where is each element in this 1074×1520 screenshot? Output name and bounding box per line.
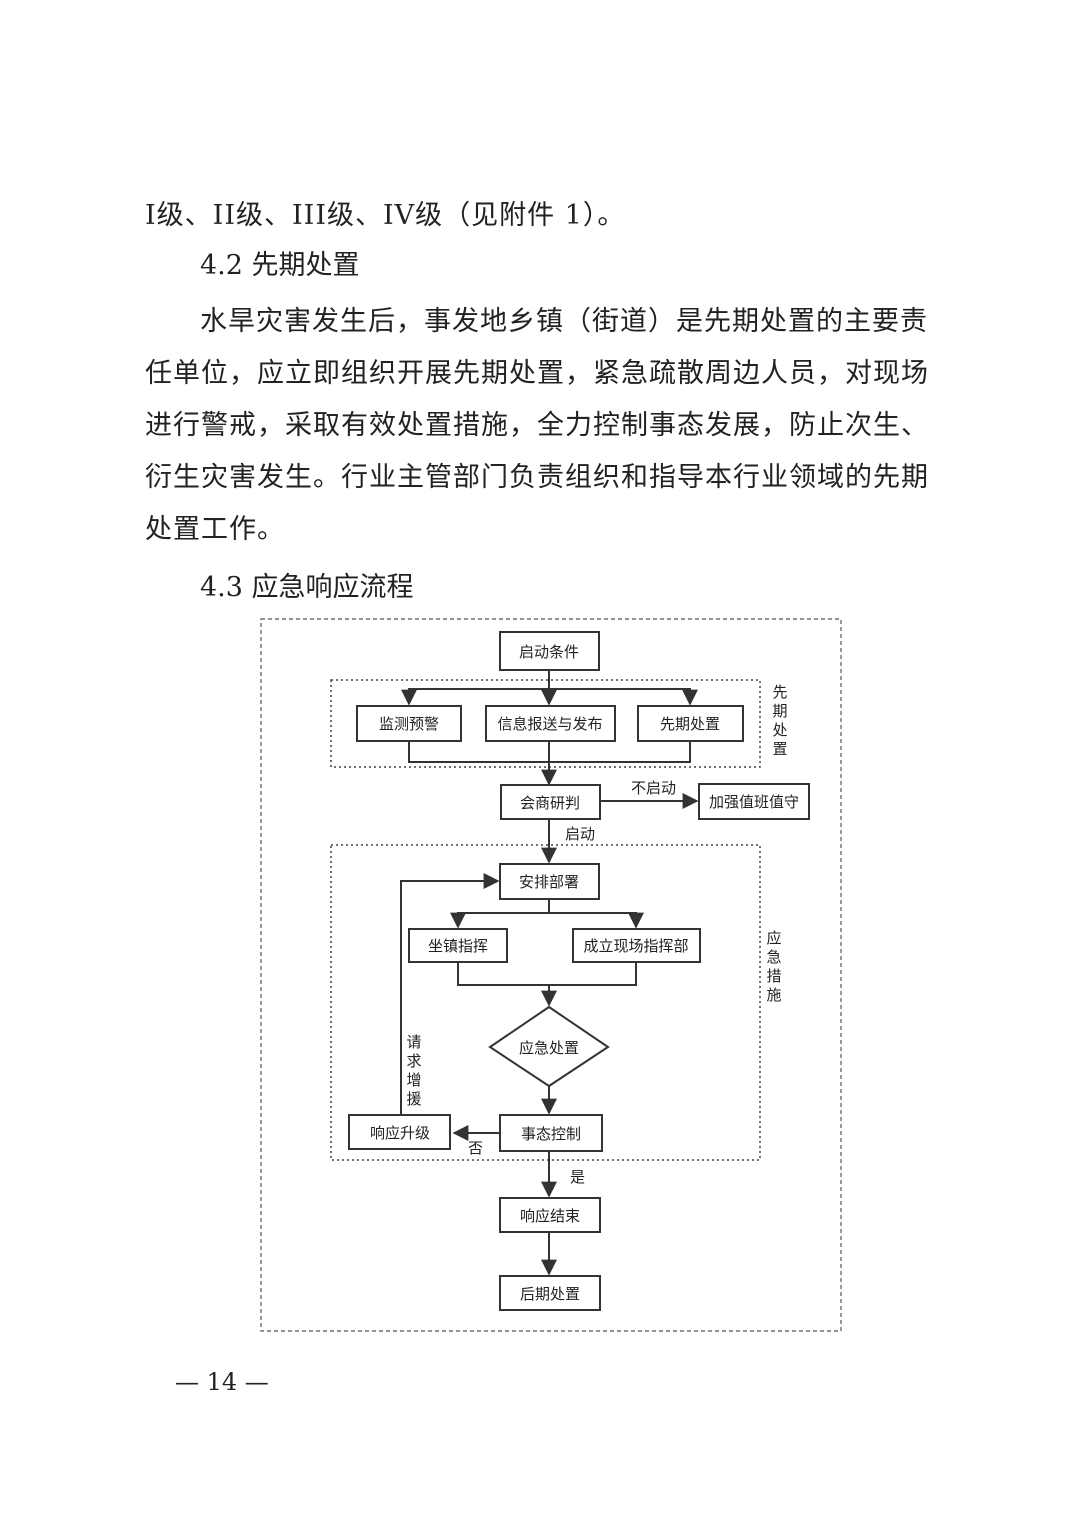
upgrade-label: 响应升级 <box>370 1124 430 1142</box>
svg-text:增: 增 <box>406 1071 421 1089</box>
not-start-label: 不启动 <box>631 779 676 797</box>
svg-text:急: 急 <box>766 948 781 966</box>
paragraph-line: 处置工作。 <box>145 514 285 545</box>
svg-text:援: 援 <box>406 1090 421 1108</box>
post-handling-box <box>499 1275 601 1311</box>
info-report-box <box>485 705 616 742</box>
monitor-warning-box <box>356 705 462 742</box>
consult-box <box>500 784 601 820</box>
early-handling-box <box>637 705 744 742</box>
section-heading-4-3: 4.3 应急响应流程 <box>200 572 414 603</box>
consult-label: 会商研判 <box>520 794 580 812</box>
paragraph-line: 进行警戒，采取有效处置措施，全力控制事态发展，防止次生、 <box>145 410 929 441</box>
start-conditions-box <box>499 631 600 671</box>
end-label: 响应结束 <box>520 1207 580 1225</box>
early-handling-group <box>330 679 761 768</box>
svg-text:应: 应 <box>766 929 781 947</box>
outer-frame <box>260 618 842 1332</box>
svg-text:措: 措 <box>766 967 781 985</box>
page-number: — 14 — <box>175 1368 269 1396</box>
command-label: 坐镇指挥 <box>428 937 488 955</box>
start-label: 启动条件 <box>519 643 579 661</box>
monitor-label: 监测预警 <box>379 715 439 733</box>
control-box <box>499 1114 603 1152</box>
early-label: 先期处置 <box>660 715 720 733</box>
emergency-group-label: 应 急 措 施 <box>766 929 781 1004</box>
svg-text:请: 请 <box>406 1033 421 1051</box>
handle-label: 应急处置 <box>519 1039 579 1057</box>
report-label: 信息报送与发布 <box>497 715 602 733</box>
command-box <box>408 928 508 963</box>
upgrade-box <box>348 1114 451 1150</box>
paragraph-line: 任单位，应立即组织开展先期处置，紧急疏散周边人员，对现场 <box>145 358 929 389</box>
paragraph-line: 水旱灾害发生后，事发地乡镇（街道）是先期处置的主要责 <box>200 306 928 337</box>
deploy-label: 安排部署 <box>519 873 579 891</box>
no-label: 否 <box>468 1139 483 1157</box>
request-support-label: 请 求 增 援 <box>406 1033 421 1108</box>
yes-label: 是 <box>570 1168 585 1186</box>
svg-text:施: 施 <box>766 986 781 1004</box>
duty-label: 加强值班值守 <box>709 793 799 811</box>
emergency-handling-diamond <box>488 1005 610 1088</box>
deploy-box <box>499 863 600 900</box>
onsite-command-box <box>572 928 701 963</box>
svg-text:处: 处 <box>772 721 787 739</box>
paragraph-line: I级、II级、III级、IV级（见附件 1）。 <box>145 200 626 231</box>
start-edge-label: 启动 <box>565 825 595 843</box>
duty-box <box>698 783 810 820</box>
svg-text:先: 先 <box>772 683 787 701</box>
end-box <box>499 1197 601 1233</box>
early-group-label: 先 期 处 置 <box>772 683 787 758</box>
svg-text:置: 置 <box>772 740 787 758</box>
emergency-measures-group <box>330 844 761 1161</box>
onsite-label: 成立现场指挥部 <box>583 937 688 955</box>
svg-text:求: 求 <box>406 1052 421 1070</box>
svg-text:期: 期 <box>772 702 787 720</box>
section-heading-4-2: 4.2 先期处置 <box>200 250 360 281</box>
paragraph-line: 衍生灾害发生。行业主管部门负责组织和指导本行业领域的先期 <box>145 462 929 493</box>
post-label: 后期处置 <box>520 1285 580 1303</box>
control-label: 事态控制 <box>521 1125 581 1143</box>
